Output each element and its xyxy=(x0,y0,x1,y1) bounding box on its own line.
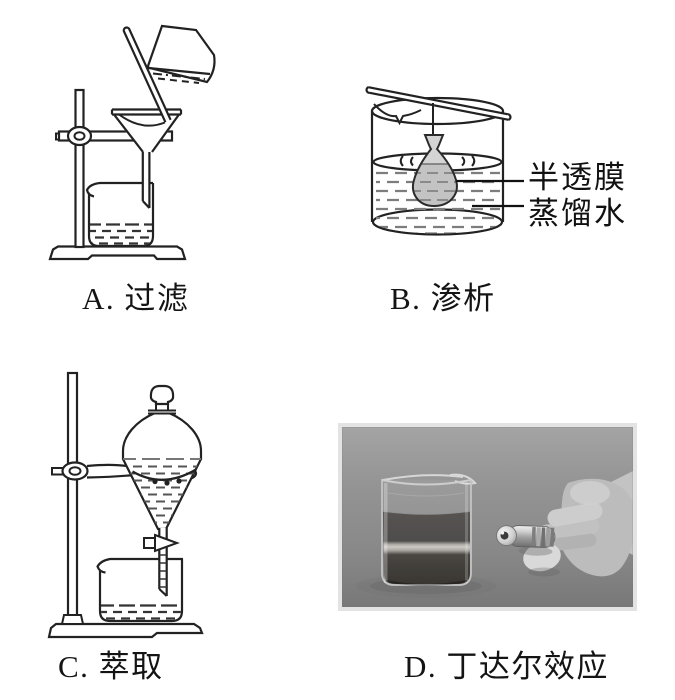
panel-d-tyndall-photo xyxy=(338,423,637,611)
panel-c-extraction-diagram xyxy=(47,371,204,639)
dialysis-bag xyxy=(412,134,458,208)
glass-rod-a xyxy=(122,26,172,125)
label-distilled-water: 蒸馏水 xyxy=(528,196,627,231)
panel-a-filtration-diagram xyxy=(48,24,216,261)
stopcock-plug xyxy=(154,533,180,553)
caption-c-extraction: C. 萃取 xyxy=(58,649,164,684)
panel-b-dialysis-diagram: 半透膜 蒸馏水 xyxy=(365,86,627,236)
photo-beaker xyxy=(381,473,477,586)
stopper xyxy=(149,384,175,406)
rod-collar xyxy=(60,614,85,625)
colloid-liquid xyxy=(383,511,470,584)
ripples xyxy=(399,155,476,167)
dialysis-beaker xyxy=(370,96,505,236)
caption-d-tyndall: D. 丁达尔效应 xyxy=(404,649,609,684)
filter-paper xyxy=(118,113,167,127)
stopcock-handle xyxy=(143,537,156,549)
caption-b-dialysis: B. 渗析 xyxy=(390,281,496,316)
beaker-a xyxy=(85,181,155,248)
thumb xyxy=(523,542,561,572)
ring-front xyxy=(131,468,197,481)
separating-funnel xyxy=(121,384,203,531)
ring-stand-a xyxy=(48,88,187,261)
funnel-a xyxy=(110,108,183,209)
beaker-c xyxy=(96,557,184,623)
glass-rod-b xyxy=(365,86,512,121)
laser-pointer xyxy=(495,525,556,556)
label-membrane: 半透膜 xyxy=(528,160,627,195)
funnel-stem-stopcock xyxy=(143,528,180,597)
stand-base-c xyxy=(47,622,204,639)
caption-a-filtration: A. 过滤 xyxy=(82,281,190,316)
index-finger xyxy=(547,481,610,527)
pouring-beaker-a xyxy=(146,24,216,84)
